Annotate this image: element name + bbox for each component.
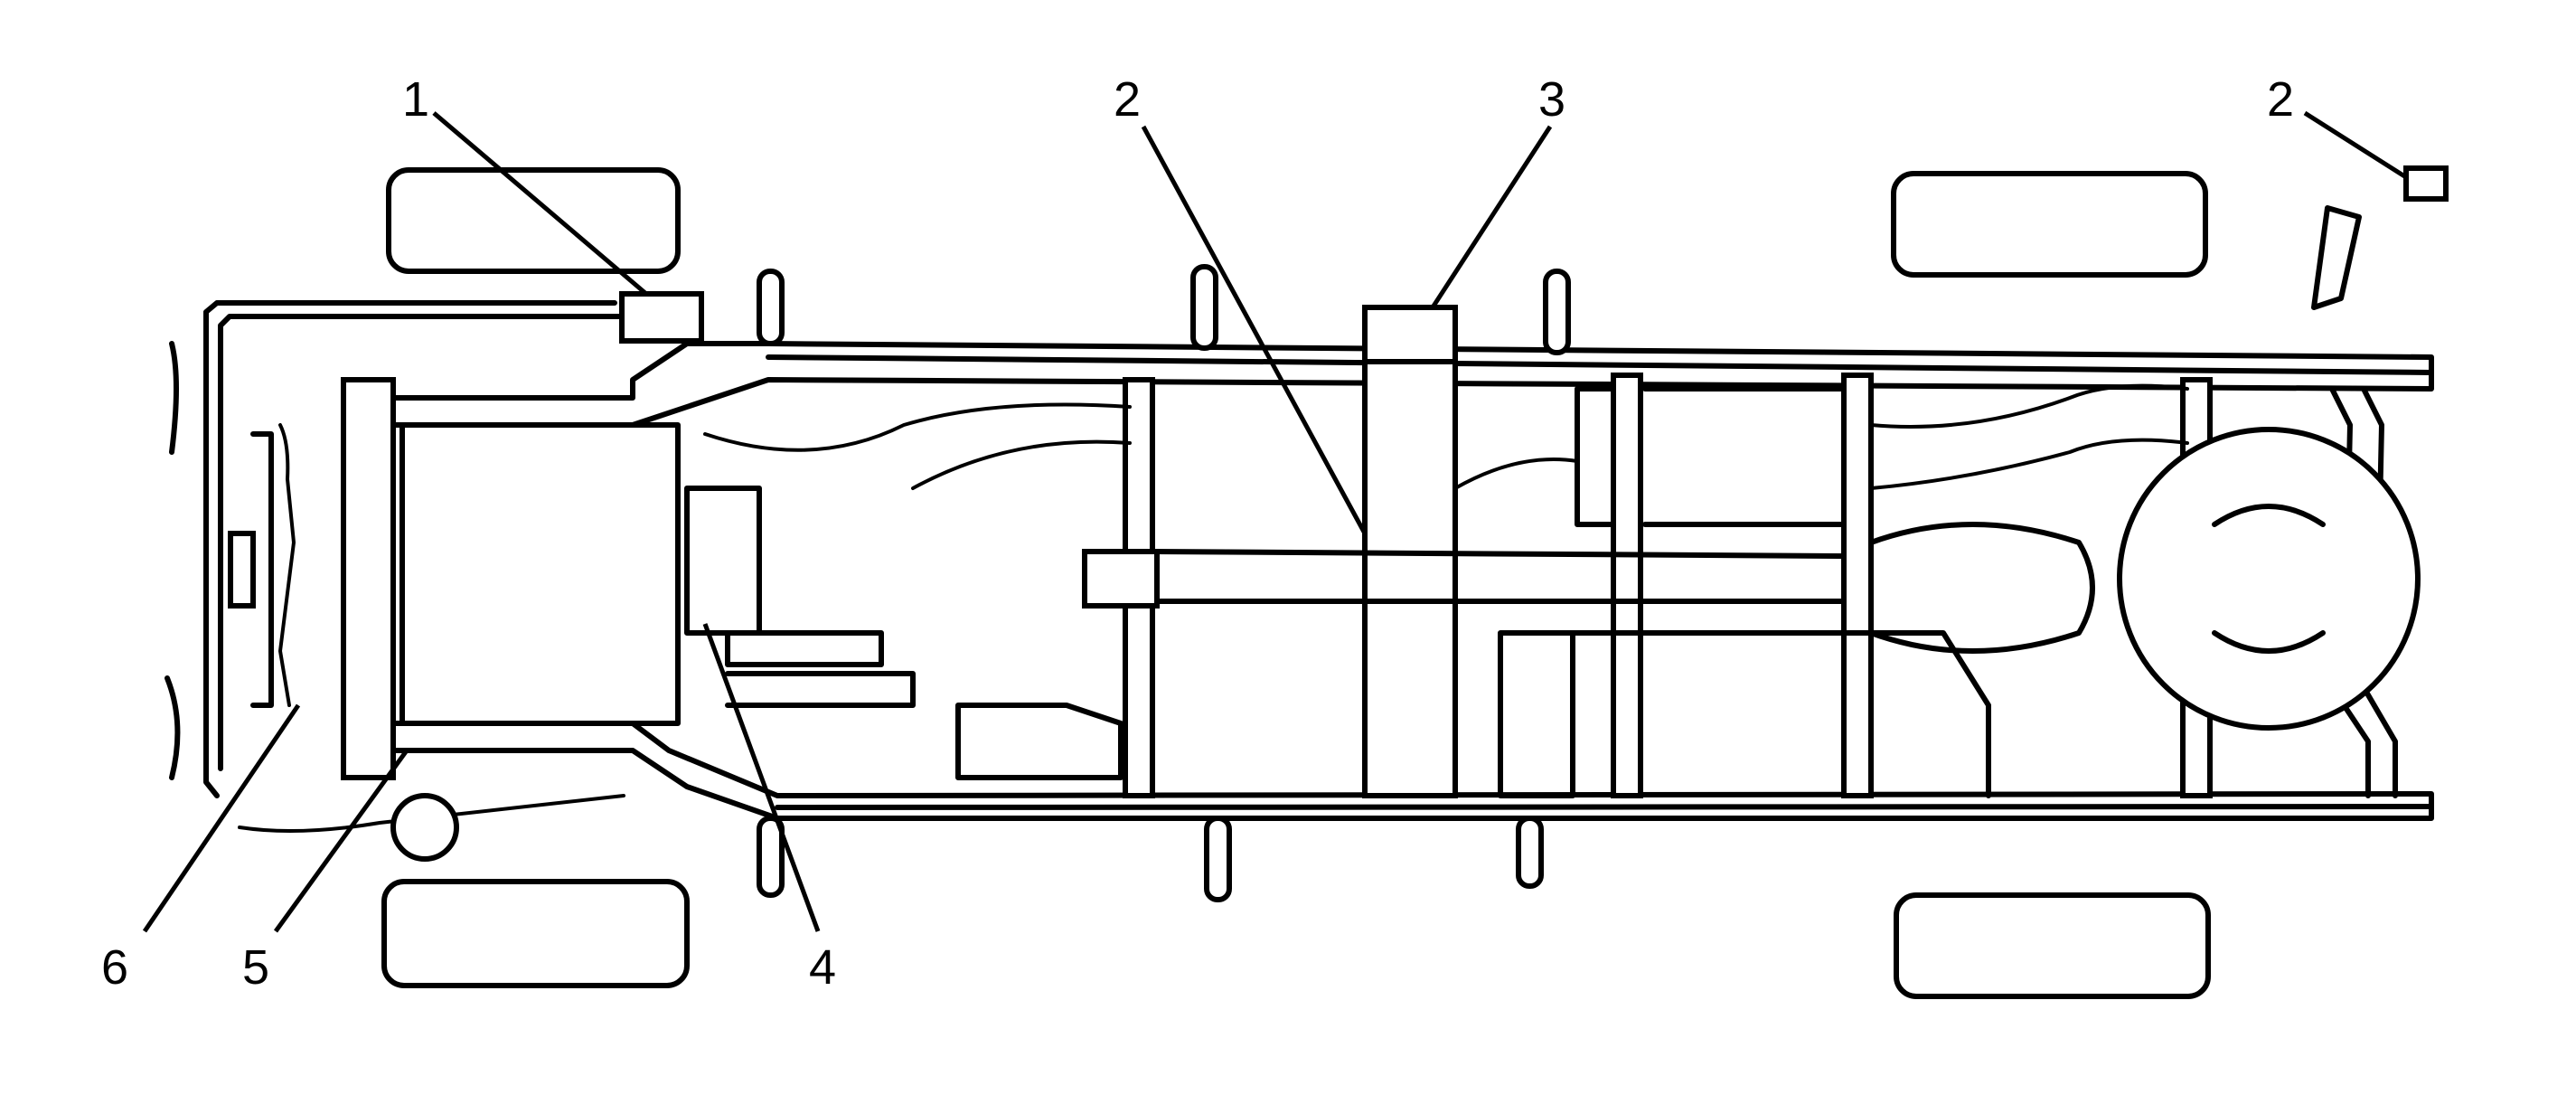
front-right-wheel — [381, 879, 690, 988]
spare-tire — [2117, 427, 2421, 731]
outriggers — [757, 205, 2362, 902]
component-3-box — [1362, 305, 1458, 364]
leader-4 — [702, 623, 821, 932]
front-tow-loop — [390, 793, 459, 862]
front-crossmember — [341, 377, 396, 780]
bumper-bracket — [228, 531, 256, 609]
leader-lines — [142, 110, 2408, 933]
leader-2b — [2303, 110, 2408, 180]
leader-5 — [273, 749, 409, 933]
component-2-box — [1082, 549, 1160, 609]
rear-right-wheel — [1894, 892, 2211, 999]
leader-1 — [432, 111, 648, 296]
front-section — [165, 300, 626, 862]
leader-2a — [1141, 125, 1368, 535]
component-1-box — [619, 291, 704, 344]
callout-4: 4 — [809, 940, 836, 995]
component-2-legend-box — [2403, 165, 2449, 202]
wheels — [381, 167, 2211, 999]
component-boxes — [619, 165, 2449, 609]
callout-6: 6 — [101, 940, 128, 995]
leader-6 — [142, 703, 301, 933]
callout-1: 1 — [402, 72, 429, 127]
frame-rail-right — [390, 721, 2434, 821]
components — [390, 383, 2189, 798]
front-left-wheel — [386, 167, 681, 274]
callout-3: 3 — [1538, 72, 1565, 127]
rear-left-wheel — [1891, 171, 2208, 278]
callout-labels: 1 2 3 2 4 5 6 — [101, 72, 2294, 995]
callout-2a: 2 — [1114, 72, 1141, 127]
rear-crossmember-b — [1841, 373, 1874, 798]
crossmembers — [390, 359, 2398, 798]
leader-3 — [1430, 125, 1553, 309]
engine-crossmember — [390, 422, 405, 726]
mid-crossmember — [1362, 359, 1458, 798]
callout-5: 5 — [242, 940, 269, 995]
callout-2b: 2 — [2267, 72, 2294, 127]
rear-crossmember-a — [1611, 373, 1643, 798]
driveline — [1082, 427, 2421, 731]
